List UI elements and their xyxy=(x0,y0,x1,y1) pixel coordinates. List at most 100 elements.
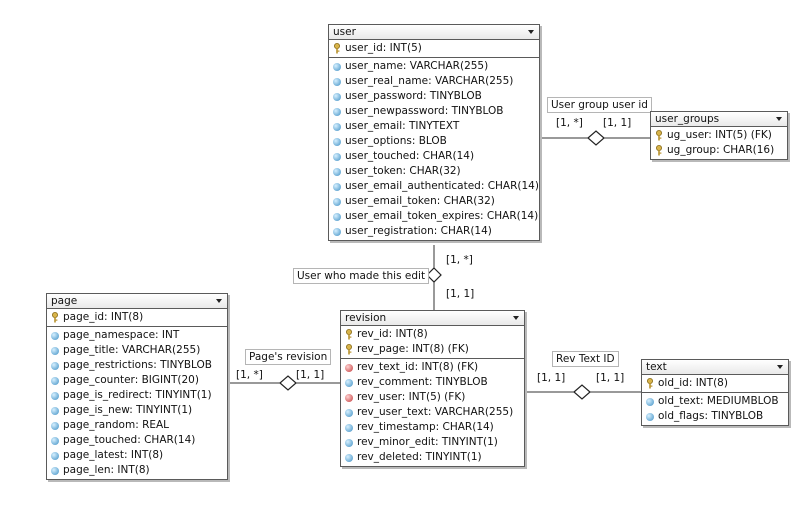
field-label: old_text: MEDIUMBLOB xyxy=(658,395,779,407)
card-page-revision-left: [1, *] xyxy=(236,368,263,382)
attribute-field-revision[interactable]: rev_user: INT(5) (FK) xyxy=(341,390,524,405)
field-label: rev_deleted: TINYINT(1) xyxy=(357,451,482,463)
rel-label-user-revision[interactable]: User who made this edit xyxy=(293,268,430,284)
entity-title: page xyxy=(51,295,78,307)
attribute-field-user[interactable]: user_newpassword: TINYBLOB xyxy=(329,104,539,119)
attribute-icon xyxy=(51,377,59,385)
attribute-field-page[interactable]: page_touched: CHAR(14) xyxy=(47,433,227,448)
attribute-field-page[interactable]: page_is_new: TINYINT(1) xyxy=(47,403,227,418)
field-label: page_random: REAL xyxy=(63,419,170,431)
field-label: user_name: VARCHAR(255) xyxy=(345,60,489,72)
field-label: rev_id: INT(8) xyxy=(357,328,428,340)
attribute-field-revision[interactable]: rev_minor_edit: TINYINT(1) xyxy=(341,435,524,450)
attribute-field-revision[interactable]: rev_comment: TINYBLOB xyxy=(341,375,524,390)
attribute-icon xyxy=(646,398,654,406)
rel-label-page-revision[interactable]: Page's revision xyxy=(245,349,332,365)
attribute-field-user[interactable]: user_password: TINYBLOB xyxy=(329,89,539,104)
attribute-icon xyxy=(51,362,59,370)
attribute-icon xyxy=(333,78,341,86)
entity-user-groups[interactable]: user_groups ug_user: INT(5) (FK) ug_group:… xyxy=(650,111,788,160)
attribute-field-text[interactable]: old_flags: TINYBLOB xyxy=(642,409,788,424)
attribute-field-page[interactable]: page_title: VARCHAR(255) xyxy=(47,343,227,358)
field-label: page_is_redirect: TINYINT(1) xyxy=(63,389,212,401)
dropdown-arrow-icon[interactable] xyxy=(776,117,782,121)
field-label: rev_timestamp: CHAR(14) xyxy=(357,421,494,433)
attribute-field-revision[interactable]: rev_text_id: INT(8) (FK) xyxy=(341,360,524,375)
field-label: user_options: BLOB xyxy=(345,135,447,147)
attribute-icon xyxy=(345,439,353,447)
attribute-field-user[interactable]: user_email_authenticated: CHAR(14) xyxy=(329,179,539,194)
attribute-icon xyxy=(646,413,654,421)
field-label: ug_user: INT(5) (FK) xyxy=(667,129,772,141)
attribute-icon xyxy=(345,379,353,387)
attribute-field-user[interactable]: user_email_token_expires: CHAR(14) xyxy=(329,209,539,224)
key-field-text[interactable]: old_id: INT(8) xyxy=(642,376,788,391)
attribute-field-user[interactable]: user_email: TINYTEXT xyxy=(329,119,539,134)
field-label: user_id: INT(5) xyxy=(345,42,422,54)
attribute-field-user[interactable]: user_options: BLOB xyxy=(329,134,539,149)
entity-header[interactable]: user_groups xyxy=(651,112,787,127)
entity-user[interactable]: user user_id: INT(5) user_name: VARCHAR(25… xyxy=(328,24,540,241)
attribute-field-page[interactable]: page_random: REAL xyxy=(47,418,227,433)
diamond-user-revision xyxy=(426,267,442,283)
attribute-field-page[interactable]: page_restrictions: TINYBLOB xyxy=(47,358,227,373)
attribute-icon xyxy=(51,332,59,340)
dropdown-arrow-icon[interactable] xyxy=(513,316,519,320)
attribute-section: user_name: VARCHAR(255) user_real_name: V… xyxy=(329,58,539,240)
key-field-user[interactable]: user_id: INT(5) xyxy=(329,41,539,56)
entity-revision[interactable]: revision rev_id: INT(8) rev_page: INT(8) (… xyxy=(340,310,525,467)
field-label: rev_comment: TINYBLOB xyxy=(357,376,488,388)
field-label: user_registration: CHAR(14) xyxy=(345,225,492,237)
attribute-field-page[interactable]: page_len: INT(8) xyxy=(47,463,227,478)
attribute-field-user[interactable]: user_registration: CHAR(14) xyxy=(329,224,539,239)
attribute-field-page[interactable]: page_counter: BIGINT(20) xyxy=(47,373,227,388)
diamond-user-groups xyxy=(587,130,605,146)
attribute-icon xyxy=(333,123,341,131)
attribute-section: old_text: MEDIUMBLOB old_flags: TINYBLOB xyxy=(642,393,788,425)
field-label: user_real_name: VARCHAR(255) xyxy=(345,75,514,87)
key-section: rev_id: INT(8) rev_page: INT(8) (FK) xyxy=(341,326,524,359)
entity-title: text xyxy=(646,361,667,373)
entity-header[interactable]: page xyxy=(47,294,227,309)
key-field-page[interactable]: page_id: INT(8) xyxy=(47,310,227,325)
entity-header[interactable]: revision xyxy=(341,311,524,326)
card-rev-text-right: [1, 1] xyxy=(596,371,625,385)
dropdown-arrow-icon[interactable] xyxy=(777,365,783,369)
attribute-field-user[interactable]: user_touched: CHAR(14) xyxy=(329,149,539,164)
attribute-field-user[interactable]: user_token: CHAR(32) xyxy=(329,164,539,179)
field-label: page_counter: BIGINT(20) xyxy=(63,374,199,386)
key-field-user_groups[interactable]: ug_user: INT(5) (FK) xyxy=(651,128,787,143)
attribute-field-revision[interactable]: rev_timestamp: CHAR(14) xyxy=(341,420,524,435)
rel-label-user-groups[interactable]: User group user id xyxy=(547,97,652,113)
entity-header[interactable]: user xyxy=(329,25,539,40)
key-field-revision[interactable]: rev_page: INT(8) (FK) xyxy=(341,342,524,357)
entity-title: revision xyxy=(345,312,387,324)
attribute-field-page[interactable]: page_is_redirect: TINYINT(1) xyxy=(47,388,227,403)
attribute-field-user[interactable]: user_real_name: VARCHAR(255) xyxy=(329,74,539,89)
card-page-revision-right: [1, 1] xyxy=(296,368,325,382)
entity-header[interactable]: text xyxy=(642,360,788,375)
key-field-revision[interactable]: rev_id: INT(8) xyxy=(341,327,524,342)
attribute-icon xyxy=(345,409,353,417)
field-label: old_flags: TINYBLOB xyxy=(658,410,764,422)
field-label: user_email_authenticated: CHAR(14) xyxy=(345,180,539,192)
attribute-field-user[interactable]: user_name: VARCHAR(255) xyxy=(329,59,539,74)
attribute-field-user[interactable]: user_email_token: CHAR(32) xyxy=(329,194,539,209)
field-label: user_newpassword: TINYBLOB xyxy=(345,105,504,117)
attribute-field-revision[interactable]: rev_user_text: VARCHAR(255) xyxy=(341,405,524,420)
dropdown-arrow-icon[interactable] xyxy=(216,299,222,303)
attribute-field-revision[interactable]: rev_deleted: TINYINT(1) xyxy=(341,450,524,465)
attribute-icon xyxy=(333,93,341,101)
attribute-field-page[interactable]: page_namespace: INT xyxy=(47,328,227,343)
dropdown-arrow-icon[interactable] xyxy=(528,30,534,34)
field-label: page_restrictions: TINYBLOB xyxy=(63,359,212,371)
attribute-field-page[interactable]: page_latest: INT(8) xyxy=(47,448,227,463)
rel-label-rev-text[interactable]: Rev Text ID xyxy=(552,351,619,367)
field-label: user_touched: CHAR(14) xyxy=(345,150,475,162)
field-label: page_id: INT(8) xyxy=(63,311,144,323)
field-label: old_id: INT(8) xyxy=(658,377,728,389)
key-field-user_groups[interactable]: ug_group: CHAR(16) xyxy=(651,143,787,158)
attribute-field-text[interactable]: old_text: MEDIUMBLOB xyxy=(642,394,788,409)
